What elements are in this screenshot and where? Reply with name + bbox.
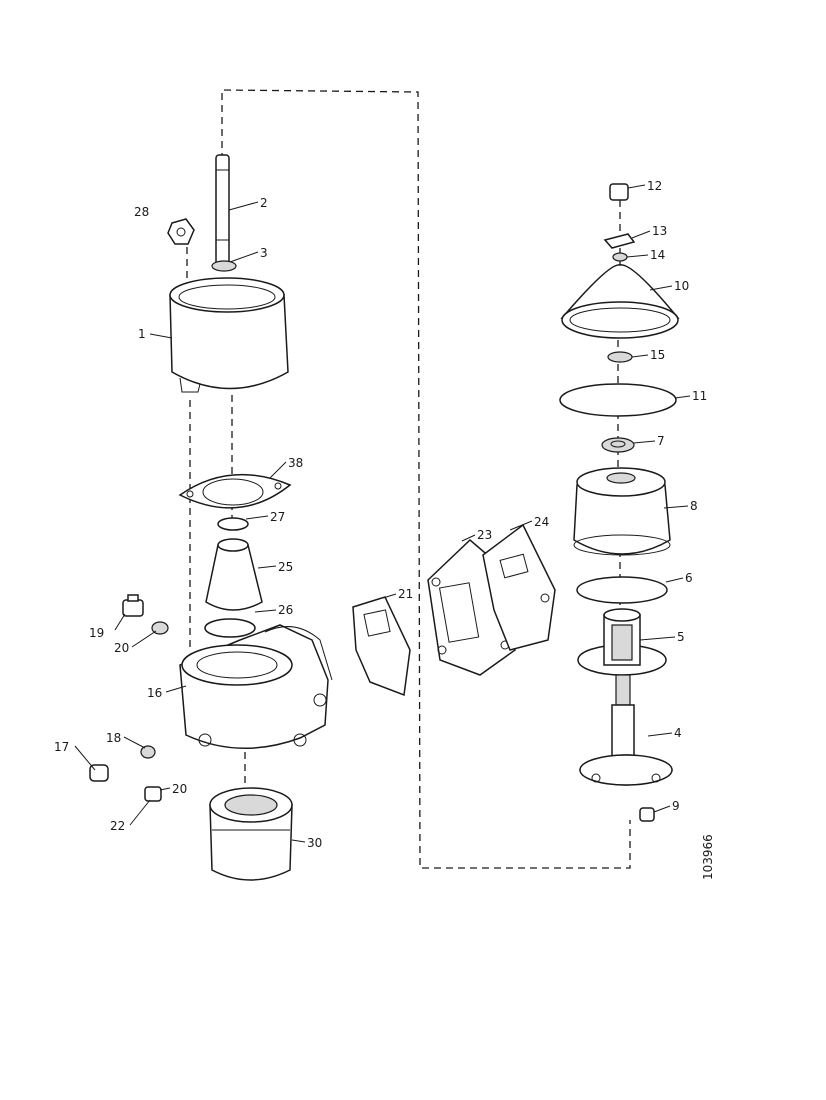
callout-25: 25 (278, 560, 293, 574)
part-4-base-spindle (578, 674, 674, 786)
part-2-shaft (215, 154, 230, 266)
part-1-bowl (169, 277, 289, 393)
callout-10: 10 (674, 279, 689, 293)
part-14-washer (612, 252, 628, 262)
callout-9: 9 (672, 799, 680, 813)
part-28-nut (167, 218, 195, 245)
callout-20-lower: 20 (172, 782, 187, 796)
callout-20: 20 (114, 641, 129, 655)
part-12-bolt (609, 183, 629, 201)
part-9-screw (639, 807, 655, 822)
part-6-o-ring (576, 576, 668, 604)
callout-18: 18 (106, 731, 121, 745)
callout-7: 7 (657, 434, 665, 448)
callout-14: 14 (650, 248, 665, 262)
callout-6: 6 (685, 571, 693, 585)
callout-5: 5 (677, 630, 685, 644)
callout-labels: 2 28 3 1 38 27 25 26 19 20 16 18 17 20 2… (54, 179, 707, 850)
part-25-cone (205, 538, 263, 611)
part-11-o-ring (559, 383, 677, 417)
callout-19: 19 (89, 626, 104, 640)
callout-21: 21 (398, 587, 413, 601)
callout-11: 11 (692, 389, 707, 403)
part-24-gasket (482, 523, 556, 651)
callout-23: 23 (477, 528, 492, 542)
part-3-washer (211, 260, 237, 272)
part-7-nut (601, 437, 635, 453)
callout-30: 30 (307, 836, 322, 850)
part-21-gasket (352, 596, 411, 697)
callout-15: 15 (650, 348, 665, 362)
callout-22: 22 (110, 819, 125, 833)
part-16-housing (179, 624, 333, 750)
callout-4: 4 (674, 726, 682, 740)
callout-13: 13 (652, 224, 667, 238)
part-10-cover (560, 264, 680, 339)
callout-16: 16 (147, 686, 162, 700)
part-30-filter-cartridge (209, 787, 293, 881)
part-8-rotor (573, 467, 671, 556)
part-26-seal-ring (204, 618, 256, 638)
callout-12: 12 (647, 179, 662, 193)
part-22-plug (144, 786, 162, 802)
part-27-o-ring (217, 517, 249, 531)
callout-28: 28 (134, 205, 149, 219)
callout-24: 24 (534, 515, 549, 529)
part-15-washer (607, 351, 633, 363)
part-18-washer (140, 745, 156, 759)
callout-3: 3 (260, 246, 268, 260)
callout-8: 8 (690, 499, 698, 513)
callout-17: 17 (54, 740, 69, 754)
callout-26: 26 (278, 603, 293, 617)
part-19-plug (122, 594, 144, 617)
callout-2: 2 (260, 196, 268, 210)
part-38-gasket (178, 473, 292, 509)
part-5-spindle-sleeve (577, 608, 667, 676)
callout-27: 27 (270, 510, 285, 524)
part-13-lock-plate (603, 233, 636, 249)
leader-lines (74, 184, 691, 843)
callout-38: 38 (288, 456, 303, 470)
callout-1: 1 (138, 327, 146, 341)
drawing-number: 103966 (701, 834, 715, 880)
